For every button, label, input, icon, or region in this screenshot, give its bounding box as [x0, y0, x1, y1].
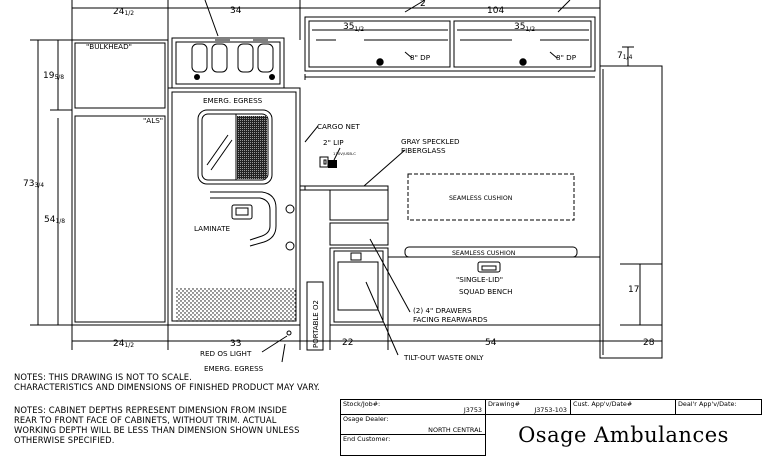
dim-cabinet-b: 351/2 — [514, 22, 535, 33]
dim-top-right: 104 — [487, 6, 504, 16]
notes-cabinet-depth: NOTES: CABINET DEPTHS REPRESENT DIMENSIO… — [14, 405, 300, 445]
label-single-lid-2: SQUAD BENCH — [459, 287, 513, 296]
label-outlet: 110V/USB-C — [333, 151, 356, 156]
upper-wall-cabinets — [304, 16, 596, 80]
label-dp-a: 8" DP — [410, 53, 431, 62]
upper-cabinet-latch-icon — [269, 74, 275, 80]
brand-logo-text: Osage Ambulances — [518, 423, 729, 447]
dim-bottom-left: 241/2 — [113, 339, 134, 349]
top-dimension-line — [71, 0, 601, 66]
left-dimension-lines — [30, 39, 72, 326]
bottom-dimension-line — [71, 281, 663, 363]
label-portable-o2: PORTABLE O2 — [312, 300, 320, 348]
dim-left-upper: 195/8 — [43, 71, 64, 81]
label-bulkhead: "BULKHEAD" — [86, 42, 132, 51]
squad-bench — [388, 173, 662, 326]
label-laminate: LAMINATE — [194, 224, 231, 233]
label-gray-speckled-1: GRAY SPECKLED — [401, 137, 460, 146]
cabinet-b-latch-icon — [519, 58, 527, 66]
osage-dealer-value: NORTH CENTRAL — [428, 426, 482, 434]
label-lip: 2" LIP — [323, 138, 344, 147]
dim-bottom-door: 33 — [230, 339, 241, 349]
title-block: Stock/Job#: J3753 Drawing# J3753-103 Cus… — [340, 399, 762, 456]
door-upper-cabinet — [171, 37, 285, 89]
dim-top-overall: 2 — [420, 0, 426, 9]
dim-bench-height: 17 — [628, 285, 639, 295]
left-wall-cabinets — [71, 39, 169, 326]
dim-bottom-54: 54 — [485, 338, 497, 348]
dim-bottom-22: 22 — [342, 338, 353, 348]
stock-job-value: J3753 — [463, 406, 482, 414]
drawing-number-value: J3753-103 — [534, 406, 567, 414]
cell-brand: Osage Ambulances — [485, 414, 762, 456]
label-emerg-egress-top: EMERG. EGRESS — [203, 96, 263, 105]
label-cargo-net: CARGO NET — [317, 122, 360, 131]
label-tilt-out: TILT-OUT WASTE ONLY — [403, 353, 484, 362]
label-red-os-light: RED OS LIGHT — [200, 349, 252, 358]
dim-bottom-28: 28 — [643, 338, 655, 348]
label-drawers-1: (2) 4" DRAWERS — [413, 306, 472, 315]
counter-cabinet — [299, 149, 411, 356]
stock-job-label: Stock/Job#: — [343, 400, 381, 408]
cell-drawing-number: Drawing# J3753-103 — [485, 399, 571, 415]
label-drawers-2: FACING REARWARDS — [413, 315, 488, 324]
upper-cabinet-latch-icon — [194, 74, 200, 80]
dealer-approval-label: Deal'r App'v/Date: — [678, 400, 737, 408]
outlet-icon — [328, 160, 337, 168]
right-rear-wall — [599, 46, 663, 359]
cell-dealer-approval: Deal'r App'v/Date: — [675, 399, 762, 415]
cell-end-customer: End Customer: — [340, 434, 486, 456]
label-seamless-cushion-seat: SEAMLESS CUSHION — [452, 250, 516, 257]
cabinet-a-latch-icon — [376, 58, 384, 66]
end-customer-label: End Customer: — [343, 435, 391, 443]
dim-top-mid: 34 — [230, 6, 242, 16]
label-dp-b: 8" DP — [556, 53, 577, 62]
label-emerg-egress-bottom: EMERG. EGRESS — [204, 364, 264, 373]
label-als: "ALS" — [143, 116, 163, 125]
dim-top-left: 241/2 — [113, 7, 134, 17]
drawing-number-label: Drawing# — [488, 400, 520, 408]
dim-right-small: 71/4 — [617, 51, 633, 61]
cargo-net-area — [299, 125, 341, 325]
door-step-tread — [176, 288, 296, 322]
cell-customer-approval: Cust. App'v/Date# — [570, 399, 676, 415]
notes-scale: NOTES: THIS DRAWING IS NOT TO SCALE. CHA… — [14, 372, 320, 392]
door-seal-markers — [285, 204, 295, 336]
customer-approval-label: Cust. App'v/Date# — [573, 400, 633, 408]
door-window-screen — [237, 116, 267, 179]
osage-dealer-label: Osage Dealer: — [343, 415, 389, 423]
label-gray-speckled-2: FIBERGLASS — [401, 146, 446, 155]
cell-osage-dealer: Osage Dealer: NORTH CENTRAL — [340, 414, 486, 435]
cell-stock-job: Stock/Job#: J3753 — [340, 399, 486, 415]
dim-cabinet-a: 351/2 — [343, 22, 364, 33]
dim-left-lower: 541/8 — [44, 215, 65, 225]
label-seamless-cushion-back: SEAMLESS CUSHION — [449, 195, 513, 202]
dim-left-total: 733/4 — [23, 179, 44, 189]
label-single-lid-1: "SINGLE-LID" — [456, 275, 503, 284]
